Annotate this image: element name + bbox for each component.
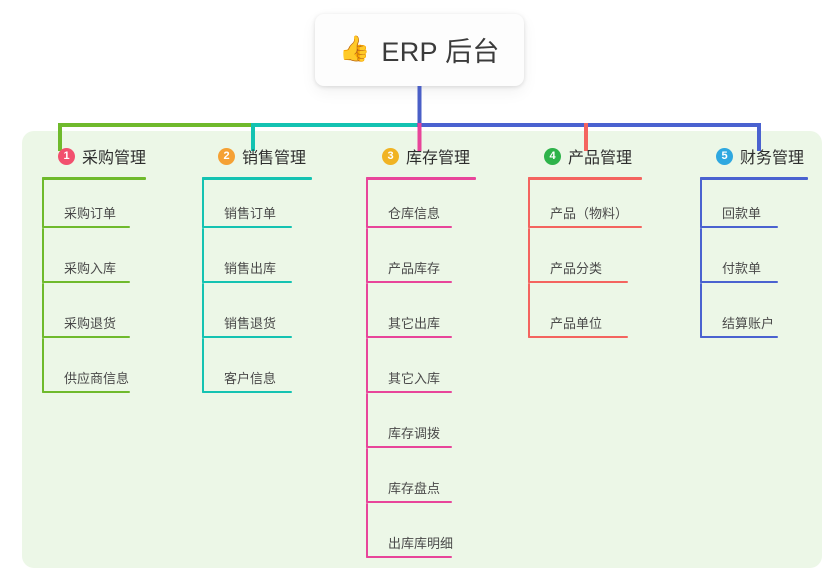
branch-item-stem [528,283,530,338]
branch-item-label: 库存调拨 [388,426,441,441]
branch-item-rule [202,226,292,228]
branch-item-rule [366,446,452,448]
root-title: ERP 后台 [381,36,500,67]
branch-item-stem [528,177,530,228]
branch-item-rule [700,336,778,338]
branch-item-rule [42,281,130,283]
branch-item-rule [528,226,642,228]
branch-item-stem [202,228,204,283]
branch-item-stem [700,283,702,338]
branch-item-stem [42,228,44,283]
branch-item-rule [202,391,292,393]
branch-item-stem [366,338,368,393]
branch-column-4: 4 产品管理产品（物料） 产品分类产品单位 [528,144,642,338]
branch-item-label: 出库库明细 [388,536,454,551]
branch-item-stem [366,393,368,448]
branch-item-stem [202,177,204,228]
branch-title-5: 财务管理 [740,150,805,167]
branch-item-rule [366,336,452,338]
branch-column-1: 1 采购管理采购订单采购入库采购退货供应商信息 [42,144,146,393]
branch-item-rule [42,391,130,393]
branch-column-3: 3 库存管理仓库信息产品库存其它出库其它入库库存调拨库存盘点出库库明细 [366,144,476,558]
branch-item-stem [366,177,368,228]
branch-badge-2: 2 [218,147,235,165]
branch-item-rule [366,556,452,558]
branch-item-label: 采购入库 [64,261,117,276]
branch-header-4[interactable]: 4 产品管理 [528,144,632,168]
branch-item-rule [700,226,778,228]
branch-header-rule-3 [366,177,476,180]
branch-item-rule [366,226,452,228]
branch-column-5: 5 财务管理回款单付款单结算账户 [700,144,808,338]
branches-panel [22,131,822,568]
branch-item-label: 结算账户 [722,316,775,331]
branch-item-rule [202,336,292,338]
branch-item-label: 销售退货 [224,316,277,331]
branch-item-stem [528,228,530,283]
branch-column-2: 2 销售管理销售订单销售出库销售退货客户信息 [202,144,312,393]
branch-item-label: 产品单位 [550,316,603,331]
branch-badge-3: 3 [382,147,399,165]
branch-title-3: 库存管理 [406,150,471,167]
branch-item-stem [366,283,368,338]
branch-header-1[interactable]: 1 采购管理 [42,144,146,168]
branch-header-rule-4 [528,177,642,180]
branch-header-2[interactable]: 2 销售管理 [202,144,306,168]
branch-item-label: 采购订单 [64,206,117,221]
branch-title-1: 采购管理 [82,150,147,167]
branch-item-rule [42,336,130,338]
branch-item-label: 销售订单 [224,206,277,221]
branch-item-label: 供应商信息 [64,371,130,386]
branch-item-rule [42,226,130,228]
branch-item-stem [42,177,44,228]
branch-item-rule [366,391,452,393]
branch-title-4: 产品管理 [568,150,633,167]
branch-item-stem [42,338,44,393]
branch-title-2: 销售管理 [242,150,307,167]
branch-item-label: 产品（物料） [550,206,629,221]
branch-item-label: 销售出库 [224,261,277,276]
branch-item-label: 回款单 [722,206,762,221]
branch-item-rule [366,501,452,503]
branch-item-label: 产品分类 [550,261,603,276]
branch-header-5[interactable]: 5 财务管理 [700,144,804,168]
branch-badge-1: 1 [58,147,75,165]
branch-item-label: 其它出库 [388,316,441,331]
branch-item-rule [700,281,778,283]
branch-item-rule [528,281,628,283]
root-node[interactable]: 👍 ERP 后台 [315,14,524,86]
branch-item-label: 仓库信息 [388,206,441,221]
branch-badge-5: 5 [716,147,733,165]
branch-header-rule-5 [700,177,808,180]
branch-item-stem [366,503,368,558]
branch-header-rule-2 [202,177,312,180]
branch-item-stem [700,228,702,283]
branch-item-label: 库存盘点 [388,481,441,496]
branch-item-stem [202,283,204,338]
branch-item-label: 产品库存 [388,261,441,276]
branch-item-stem [202,338,204,393]
branch-item-stem [366,448,368,503]
branch-item-stem [366,228,368,283]
branch-item-rule [366,281,452,283]
branch-item-stem [700,177,702,228]
branch-item-rule [528,336,628,338]
thumbs-up-icon: 👍 [339,34,371,63]
branch-header-3[interactable]: 3 库存管理 [366,144,470,168]
branch-item-stem [42,283,44,338]
branch-item-label: 客户信息 [224,371,277,386]
branch-header-rule-1 [42,177,146,180]
root-node-content: 👍 ERP 后台 [339,30,499,69]
branch-item-rule [202,281,292,283]
branch-item-label: 采购退货 [64,316,117,331]
branch-badge-4: 4 [544,147,561,165]
branch-item-label: 付款单 [722,261,762,276]
branch-item-label: 其它入库 [388,371,441,386]
